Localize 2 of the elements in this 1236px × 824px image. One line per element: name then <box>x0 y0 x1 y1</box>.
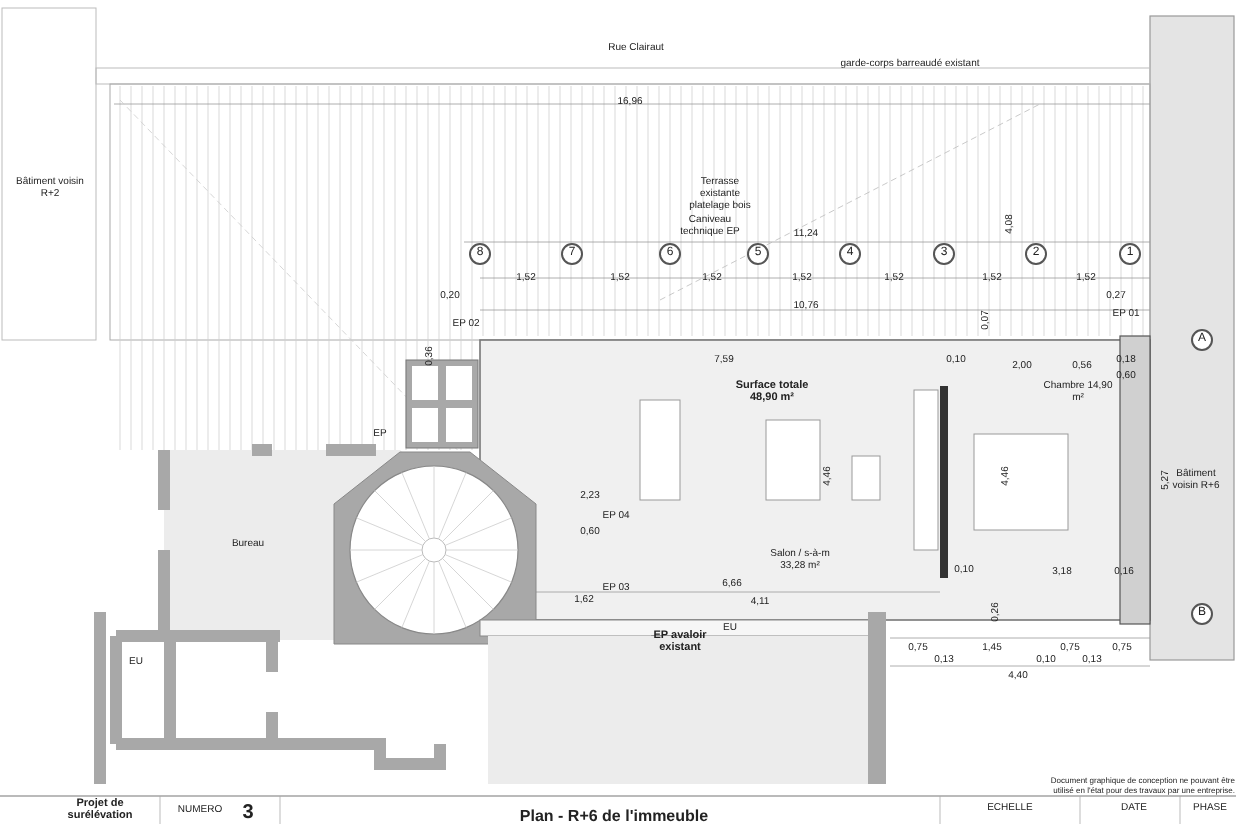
drawing-title: Plan - R+6 de l'immeuble <box>519 807 709 824</box>
sheet-number: 3 <box>242 804 254 824</box>
